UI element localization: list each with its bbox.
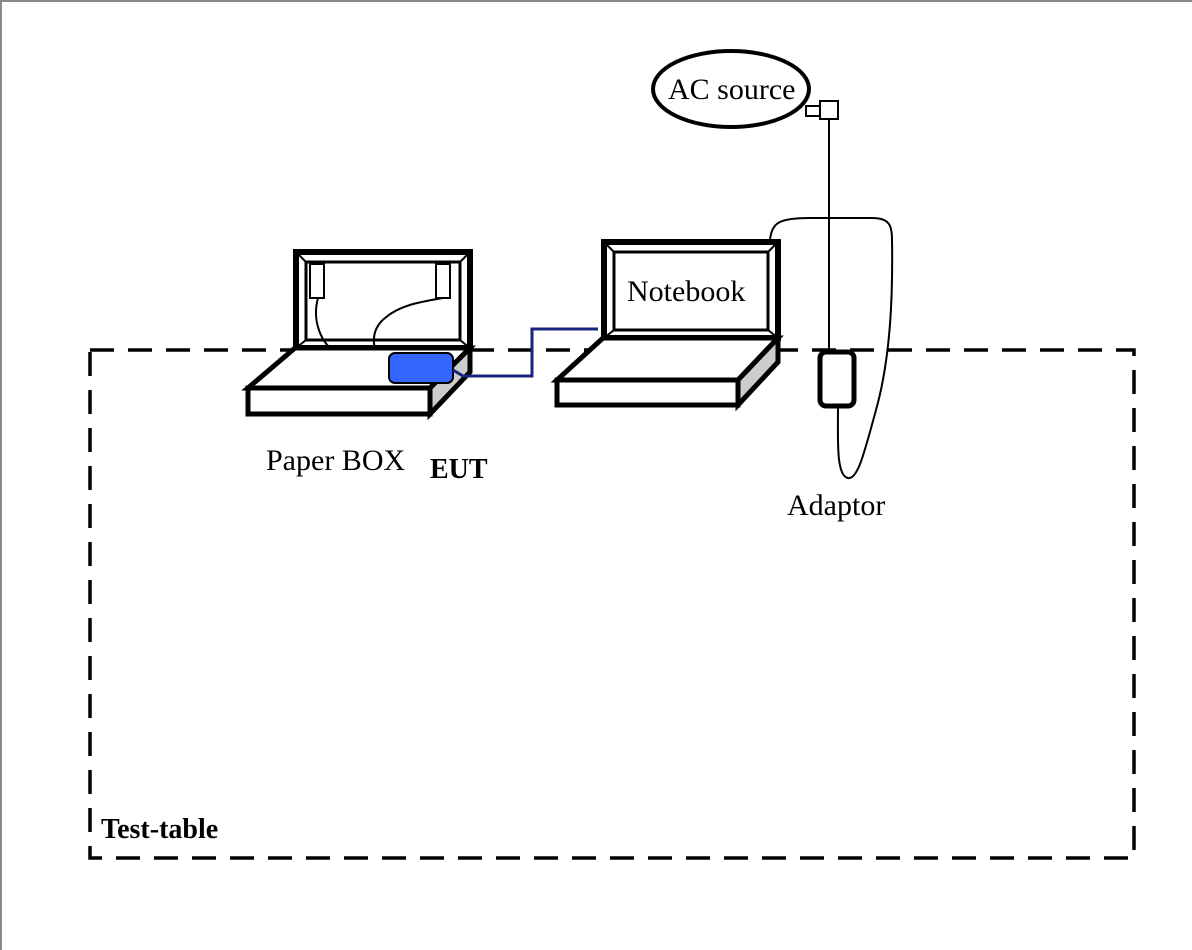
notebook-laptop xyxy=(550,239,784,412)
usb-cable xyxy=(452,327,598,378)
test-table-outline xyxy=(88,348,1136,860)
ac-source-label: AC source xyxy=(668,73,795,106)
eut-label: EUT xyxy=(430,454,488,485)
paper-box-laptop xyxy=(241,249,477,421)
plug-icon xyxy=(805,105,821,117)
eut-device xyxy=(388,352,454,384)
dc-cable xyxy=(769,217,894,479)
ac-source-ellipse xyxy=(651,49,811,129)
notebook-label: Notebook xyxy=(627,275,745,308)
adaptor-box xyxy=(817,349,857,409)
test-table-label: Test-table xyxy=(101,814,218,845)
adaptor-label: Adaptor xyxy=(787,489,885,522)
paper-box-label: Paper BOX xyxy=(266,444,405,477)
